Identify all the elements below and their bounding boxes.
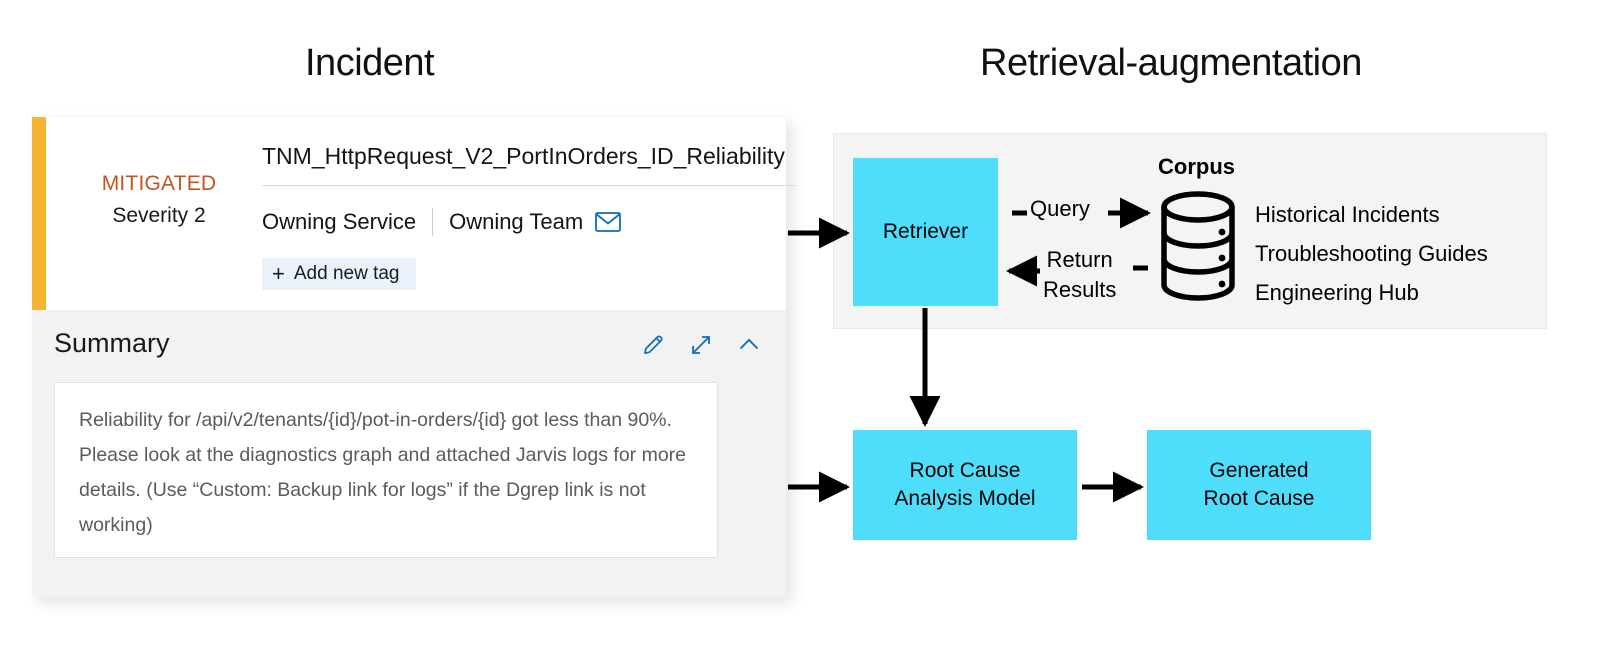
add-new-tag-label: Add new tag xyxy=(293,263,400,284)
owning-team-label[interactable]: Owning Team xyxy=(449,209,584,234)
query-arrow-label: Query xyxy=(1030,196,1090,221)
summary-text: Reliability for /api/v2/tenants/{id}/pot… xyxy=(79,409,687,536)
corpus-label: Corpus xyxy=(1158,154,1235,179)
incident-card: MITIGATED Severity 2 TNM_HttpRequest_V2_… xyxy=(32,117,795,597)
summary-text-box[interactable]: Reliability for /api/v2/tenants/{id}/pot… xyxy=(54,382,718,558)
status-badge: MITIGATED xyxy=(101,172,217,195)
owner-vertical-divider xyxy=(432,208,434,236)
database-cylinder-icon xyxy=(1156,190,1240,302)
summary-panel: Summary Reliabi xyxy=(32,310,786,597)
generated-label-line1: Generated xyxy=(1209,459,1309,482)
corpus-item: Historical Incidents xyxy=(1255,202,1440,227)
rca-label-line1: Root Cause xyxy=(909,459,1021,482)
corpus-item: Troubleshooting Guides xyxy=(1255,241,1488,266)
summary-heading: Summary xyxy=(54,328,170,358)
incident-card-header: MITIGATED Severity 2 TNM_HttpRequest_V2_… xyxy=(46,117,795,310)
incident-section-title: Incident xyxy=(305,42,435,84)
incident-status-block: MITIGATED Severity 2 xyxy=(74,169,244,233)
generated-root-cause-box[interactable]: Generated Root Cause xyxy=(1147,430,1371,540)
edit-icon[interactable] xyxy=(640,332,666,358)
root-cause-analysis-model-box[interactable]: Root Cause Analysis Model xyxy=(853,430,1077,540)
return-label-line2: Results xyxy=(1043,277,1117,302)
rca-label-line2: Analysis Model xyxy=(894,487,1036,510)
incident-name[interactable]: TNM_HttpRequest_V2_PortInOrders_ID_Relia… xyxy=(262,143,785,169)
plus-icon: + xyxy=(272,261,285,286)
expand-icon[interactable] xyxy=(688,332,714,358)
owning-service-label[interactable]: Owning Service xyxy=(262,209,417,234)
summary-action-bar xyxy=(640,332,762,358)
severity-label: Severity 2 xyxy=(112,204,206,227)
return-results-arrow-label: Return Results xyxy=(1043,245,1116,305)
envelope-icon[interactable] xyxy=(595,212,622,232)
incident-owner-row: Owning Service Owning Team xyxy=(262,205,622,239)
retrieval-augmentation-section-title: Retrieval-augmentation xyxy=(980,42,1362,84)
severity-color-bar xyxy=(32,117,46,310)
incident-name-divider xyxy=(262,185,795,186)
chevron-up-icon[interactable] xyxy=(736,332,762,358)
corpus-item: Engineering Hub xyxy=(1255,280,1419,305)
retriever-box[interactable]: Retriever xyxy=(853,158,998,306)
return-label-line1: Return xyxy=(1046,247,1113,272)
generated-label-line2: Root Cause xyxy=(1203,487,1315,510)
add-new-tag-button[interactable]: + Add new tag xyxy=(262,258,416,290)
corpus-items-list: Historical Incidents Troubleshooting Gui… xyxy=(1255,195,1488,312)
